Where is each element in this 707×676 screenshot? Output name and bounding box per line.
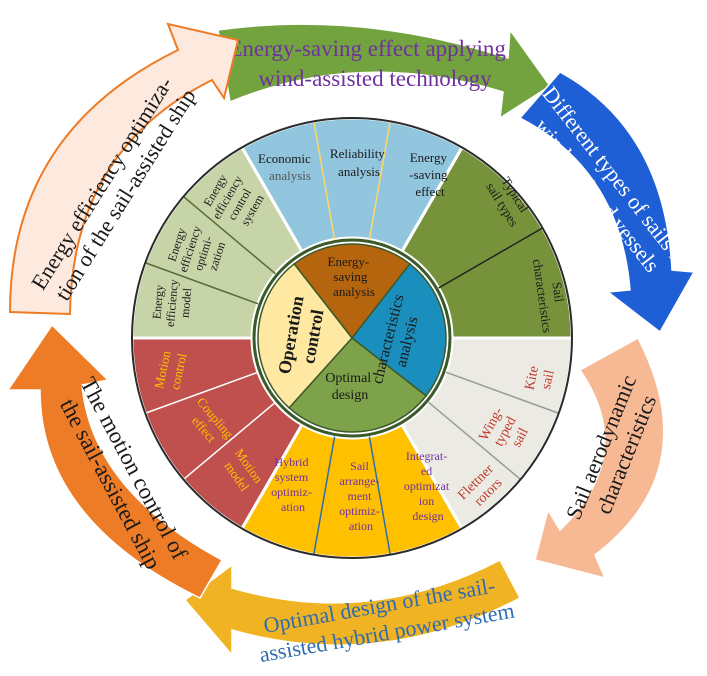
arrow-right-lower-shape xyxy=(534,336,665,580)
sector-divider-2 xyxy=(438,227,543,289)
sector-divider-0 xyxy=(313,121,336,240)
sector-divider-8 xyxy=(145,371,259,414)
label-ee-model: Energy efficiency model xyxy=(149,275,195,329)
sector-divider-7 xyxy=(182,401,276,480)
main-divider-4 xyxy=(240,423,304,530)
center-label-energy-saving-analysis: Energy- saving analysis xyxy=(328,254,375,299)
label-reliability-analysis: Reliability analysis xyxy=(330,146,388,179)
label-integrated-optimization-design: Integrat- ed optimizat ion design xyxy=(404,449,452,523)
label-kite-sail: Kite sail xyxy=(522,361,558,394)
arrow-left-upper-shape xyxy=(8,22,240,316)
center-label-optimal-design: Optimal design xyxy=(325,371,374,403)
arrow-left-lower-shape xyxy=(6,323,224,599)
outer-ring xyxy=(130,116,574,560)
sector-divider-10 xyxy=(182,196,276,275)
label-energy-saving-effect: Energy -saving effect xyxy=(409,150,451,199)
main-divider-1 xyxy=(400,146,464,253)
sector-divider-1 xyxy=(368,121,391,240)
arrow-top: Energy-saving effect applying wind-assis… xyxy=(217,23,552,120)
sector-divider-6 xyxy=(313,436,336,555)
sector-dividers xyxy=(132,121,572,555)
center-energy-saving xyxy=(293,243,411,340)
sector-divider-4 xyxy=(428,401,522,480)
label-sail-arrangement-optimization: Sail arrange- ment optimiz- ation xyxy=(339,459,383,533)
arrow-right-shape xyxy=(518,71,696,334)
center-characteristics xyxy=(350,262,447,397)
main-divider-0 xyxy=(240,146,304,253)
arrow-bottom-shape xyxy=(183,558,522,658)
center-optimal-design xyxy=(288,336,428,433)
label-hybrid-system-optimization: Hybrid system optimiz- ation xyxy=(271,455,315,514)
sector-divider-5 xyxy=(368,436,391,555)
center-operation-control xyxy=(257,262,353,409)
main-divider-3 xyxy=(400,423,464,530)
sector-divider-9 xyxy=(145,262,259,305)
label-economic-analysis: Economic analysis xyxy=(258,151,314,183)
inner-circle xyxy=(252,238,452,438)
arrow-bottom: Optimal design of the sail- assisted hyb… xyxy=(183,558,522,667)
sector-divider-3 xyxy=(445,371,559,414)
arrow-top-text: Energy-saving effect applying wind-assis… xyxy=(228,36,511,91)
outer-ring-border xyxy=(131,117,573,559)
